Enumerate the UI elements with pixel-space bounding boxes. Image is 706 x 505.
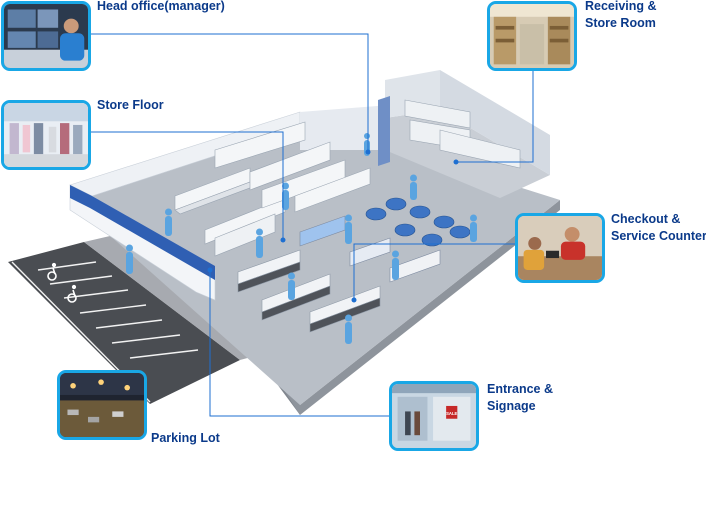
storeroom-wall-right xyxy=(440,70,550,175)
entrance-label-line1: Entrance & xyxy=(487,382,553,396)
checkout-counter-thumbnail xyxy=(515,213,605,283)
store-floor-thumbnail xyxy=(1,100,91,170)
wheelchair-icon xyxy=(47,262,57,281)
storeroom-racks xyxy=(404,99,521,169)
receiving-label-line1: Receiving & xyxy=(585,0,657,13)
receiving-label-line2: Store Room xyxy=(585,16,656,30)
callout-dots xyxy=(207,149,459,303)
callout-lines xyxy=(90,33,534,417)
checkout-counters xyxy=(237,249,381,333)
shopper-figures xyxy=(126,133,477,344)
left-wall-accent xyxy=(70,185,215,280)
head-office-thumbnail xyxy=(1,1,91,71)
floor-shelving xyxy=(174,121,371,257)
checkout-label-line1: Checkout & xyxy=(611,212,681,226)
checkout-label-line2: Service Counter xyxy=(611,229,706,243)
wheelchair-icon xyxy=(67,284,77,303)
back-wall-right xyxy=(300,105,390,150)
head-office-label: Head office(manager) xyxy=(97,0,225,13)
receiving-storeroom-thumbnail xyxy=(487,1,577,71)
store-floor-label: Store Floor xyxy=(97,98,164,112)
entrance-signage-thumbnail: SALE xyxy=(389,381,479,451)
receiving-storeroom-label: Receiving & Store Room xyxy=(585,0,657,32)
parking-lot-thumbnail xyxy=(57,370,147,440)
parking-lot-label: Parking Lot xyxy=(151,431,220,445)
entrance-signage-label: Entrance & Signage xyxy=(487,381,553,415)
checkout-counter-label: Checkout & Service Counter xyxy=(611,211,706,245)
entrance-label-line2: Signage xyxy=(487,399,536,413)
storeroom-partition xyxy=(378,96,390,166)
sale-sign-text: SALE xyxy=(446,411,457,416)
display-islands xyxy=(299,215,441,283)
